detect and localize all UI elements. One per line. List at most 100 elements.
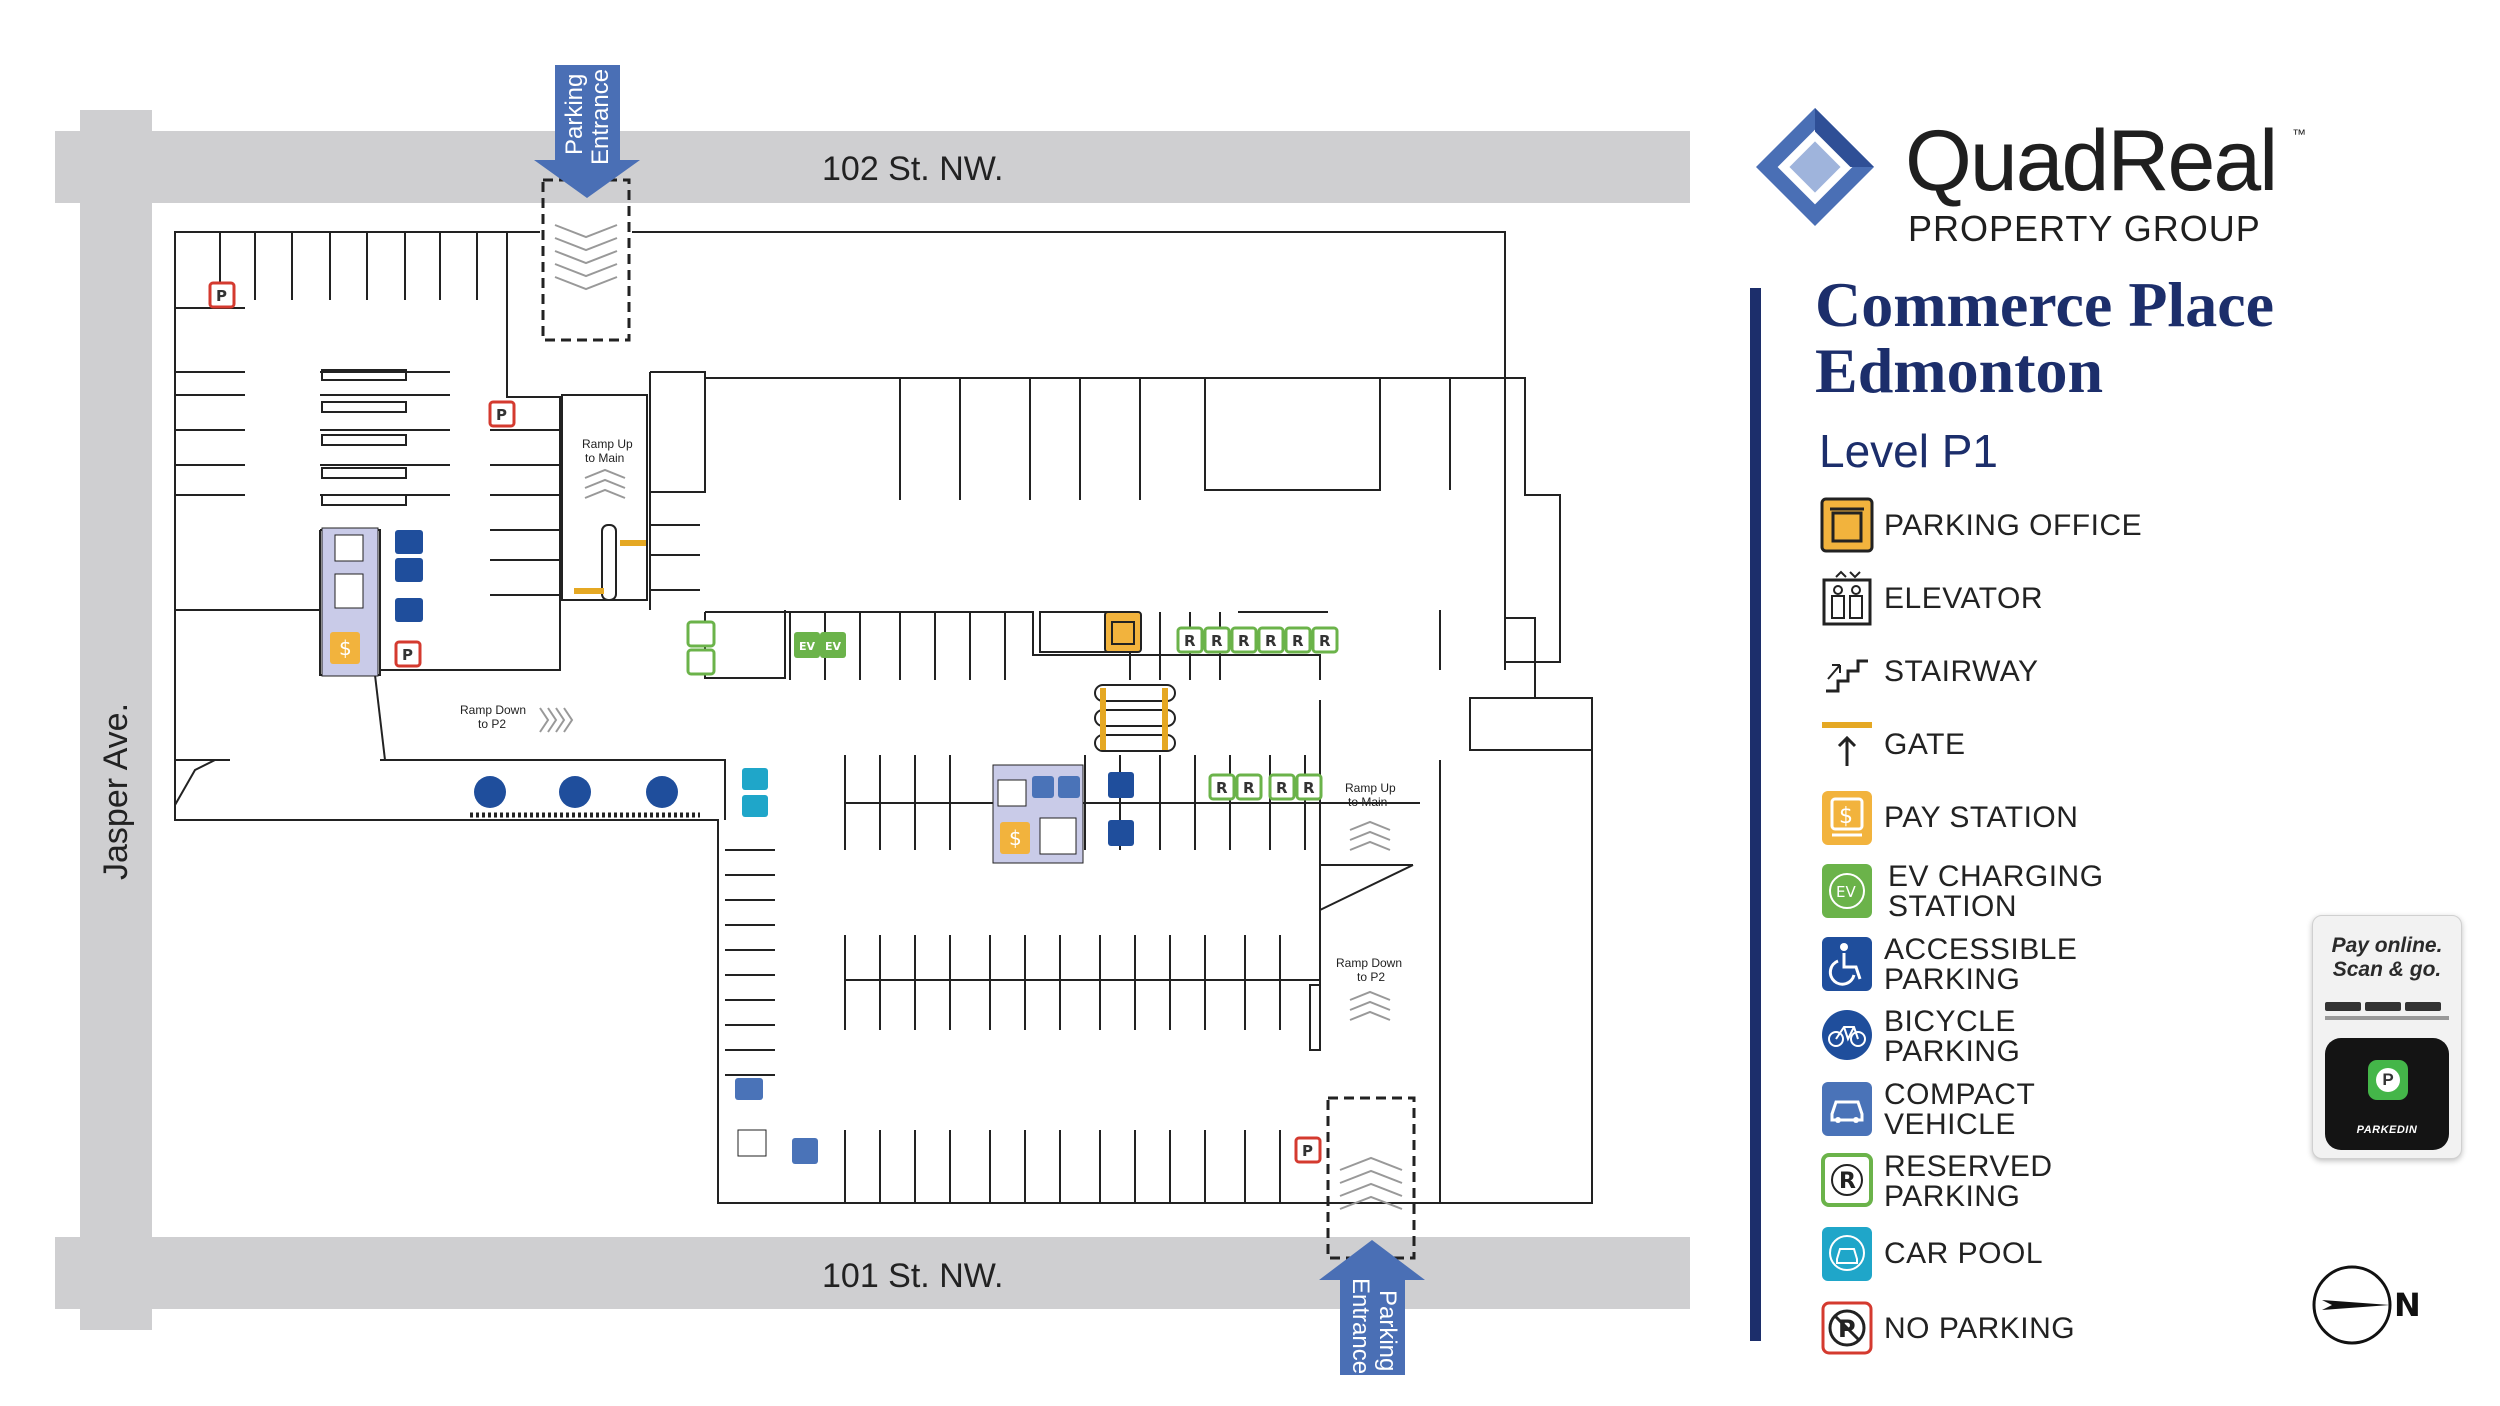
- promo-line-2: Scan & go.: [2332, 958, 2442, 981]
- ramp-down-label-1b: to P2: [478, 717, 506, 731]
- core-center: $: [992, 764, 1084, 864]
- ramp-down-p2-1: Ramp Down to P2: [460, 703, 574, 733]
- legend-item-pay-station: $ PAY STATION: [1820, 789, 2260, 853]
- map-stairway-icon: [334, 534, 364, 562]
- stairway-icon: [1826, 659, 1868, 693]
- svg-text:R: R: [1839, 1169, 1856, 1194]
- legend-label: PAY STATION: [1884, 801, 2079, 834]
- entrance-bottom: Parking Entrance: [1319, 1096, 1425, 1375]
- svg-text:P: P: [1302, 1142, 1313, 1160]
- ev-charging-icon: EV: [1822, 864, 1872, 918]
- building-title-line2: Edmonton: [1815, 335, 2104, 406]
- svg-text:EV: EV: [825, 640, 842, 653]
- legend-item-no-parking: P NO PARKING: [1820, 1300, 2260, 1364]
- level-label: Level P1: [1819, 425, 1999, 477]
- road-101-st: [55, 1237, 1690, 1309]
- compact-vehicle-icon: [1822, 1082, 1872, 1136]
- map-ev-icons: [794, 632, 846, 658]
- store-badges: [2325, 998, 2449, 1011]
- promo-fine-print: [2325, 1016, 2449, 1020]
- svg-text:$: $: [339, 636, 352, 660]
- street-label-102: 102 St. NW.: [822, 150, 1003, 188]
- parking-stalls: [175, 232, 1420, 1203]
- pay-station-icon: $: [1822, 791, 1872, 845]
- ramp-up-label-2a: Ramp Up: [1345, 781, 1396, 795]
- map-carpool-icon: [735, 1078, 763, 1100]
- legend-label: ELEVATOR: [1884, 582, 2044, 615]
- ramp-up-main-1: Ramp Up to Main: [561, 394, 648, 601]
- quadreal-logo-mark-icon: [1756, 108, 1874, 226]
- road-jasper-ave: [80, 110, 152, 1330]
- legend-item-car-pool: CAR POOL: [1820, 1225, 2260, 1289]
- map-no-parking-labels: P P P P: [216, 287, 1313, 1160]
- legend-item-stairway: STAIRWAY: [1820, 643, 2260, 707]
- legend-label: NO PARKING: [1884, 1312, 2076, 1345]
- map-reserved-labels: R R R R R R R R R R: [1184, 632, 1331, 797]
- compass-letter: N: [2394, 1286, 2421, 1324]
- ramp-down-p2-2: Ramp Down to P2: [1336, 956, 1402, 1021]
- map-reserved-icons: [686, 620, 1339, 801]
- svg-text:R: R: [1319, 632, 1331, 650]
- legend-item-elevator: ELEVATOR: [1820, 570, 2260, 634]
- store-badge-icon: [2405, 1002, 2441, 1011]
- building-outline: [174, 231, 1593, 1204]
- map-stairway-icon: [997, 779, 1027, 807]
- map-elevator-icon: [334, 573, 364, 609]
- map-ev-labels: EV EV: [799, 640, 842, 653]
- svg-text:EV: EV: [799, 640, 816, 653]
- map-carpool-icons: [742, 768, 768, 817]
- app-name: PARKEDIN: [2356, 1124, 2418, 1136]
- map-elevator-icon: [1039, 817, 1077, 855]
- entrance-top-label-2: Entrance: [587, 69, 614, 165]
- map-stairway-icon: [737, 1129, 767, 1157]
- legend-label: GATE: [1884, 728, 1966, 761]
- gate-icon: [1822, 722, 1872, 766]
- parkedin-app-icon: P: [2368, 1060, 2408, 1100]
- map-no-parking-icons: [208, 281, 1322, 1164]
- legend-item-gate: GATE: [1820, 716, 2260, 780]
- store-badge-icon: [2365, 1002, 2401, 1011]
- svg-text:R: R: [1292, 632, 1304, 650]
- svg-text:R: R: [1184, 632, 1196, 650]
- svg-text:R: R: [1238, 632, 1250, 650]
- map-pay-station-icon: [1000, 822, 1030, 854]
- ramp-down-label-2a: Ramp Down: [1336, 956, 1402, 970]
- svg-text:R: R: [1216, 779, 1228, 797]
- ramp-down-label-2b: to P2: [1357, 970, 1385, 984]
- svg-text:P: P: [496, 406, 507, 424]
- map-accessible-icons: [395, 530, 1134, 846]
- legend-label: CAR POOL: [1884, 1237, 2044, 1270]
- building-title: Commerce Place Edmonton: [1815, 272, 2274, 404]
- svg-text:R: R: [1265, 632, 1277, 650]
- map-compact-icon: [792, 1138, 818, 1164]
- svg-text:R: R: [1211, 632, 1223, 650]
- building-title-line1: Commerce Place: [1815, 269, 2274, 340]
- svg-text:$: $: [1009, 826, 1022, 850]
- accessible-icon: [1822, 937, 1872, 991]
- map-pay-station-icon: [330, 632, 360, 664]
- ramp-up-label-1b: to Main: [585, 451, 624, 465]
- entrance-top: Parking Entrance: [534, 65, 640, 342]
- svg-text:R: R: [1243, 779, 1255, 797]
- promo-line-1: Pay online.: [2331, 934, 2443, 957]
- parkedin-promo-card[interactable]: Pay online. Scan & go. P PARKEDIN: [2312, 915, 2462, 1159]
- core-west: $: [321, 527, 379, 677]
- ramp-up-main-2: Ramp Up to Main: [1345, 781, 1396, 851]
- entrance-bottom-label-2: Entrance: [1347, 1278, 1374, 1374]
- gate-area: [1094, 684, 1176, 752]
- legend-label: PARKING OFFICE: [1884, 509, 2143, 542]
- map-bicycle-icons: [474, 776, 678, 808]
- parking-office-icon: [1820, 497, 1874, 553]
- parking-map: 102 St. NW. 101 St. NW. Jasper Ave.: [55, 65, 1690, 1375]
- brand-trademark: ™: [2292, 126, 2306, 142]
- road-102-st: [55, 131, 1690, 203]
- map-parking-office-icon: [1104, 611, 1142, 653]
